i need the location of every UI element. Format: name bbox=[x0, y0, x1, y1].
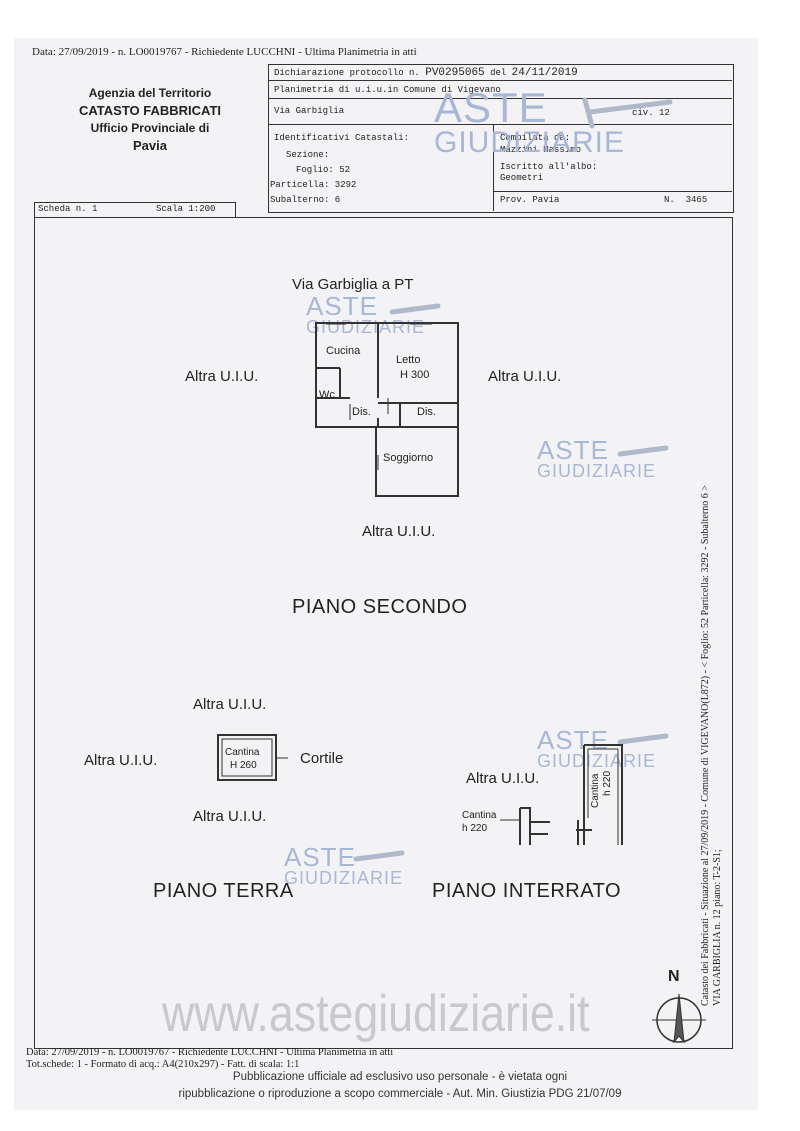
aste-watermark-logo: ASTE GIUDIZIARIE bbox=[434, 84, 626, 159]
floor-title-basement: PIANO INTERRATO bbox=[432, 880, 622, 902]
altra-uiu-label: Altra U.I.U. bbox=[84, 752, 158, 769]
aste-watermark-logo: ASTE GIUDIZIARIE bbox=[537, 435, 657, 481]
room-label-cucina: Cucina bbox=[326, 345, 361, 357]
altra-uiu-label: Altra U.I.U. bbox=[185, 368, 259, 385]
altra-uiu-label: Altra U.I.U. bbox=[193, 808, 267, 825]
room-label-letto: Letto bbox=[396, 354, 421, 366]
foglio-field: Foglio: 52 bbox=[296, 165, 351, 175]
agency-block: Agenzia del Territorio CATASTO FABBRICAT… bbox=[60, 86, 240, 153]
room-label-cantina: Cantina bbox=[590, 773, 601, 808]
url-watermark: www.astegiudiziarie.it bbox=[162, 985, 590, 1043]
n-field: N. 3465 bbox=[664, 195, 708, 205]
cortile-label: Cortile bbox=[300, 750, 344, 767]
ufficio-label: Ufficio Provinciale di bbox=[90, 121, 210, 135]
room-label-soggiorno: Soggiorno bbox=[383, 452, 434, 464]
top-banner: Data: 27/09/2019 - n. LO0019767 - Richie… bbox=[32, 46, 417, 58]
room-height-cantina: H 260 bbox=[230, 760, 257, 771]
iscritto-label: Iscritto all'albo: bbox=[500, 162, 598, 172]
room-label-dis: Dis. bbox=[417, 406, 436, 418]
footer-notice: ripubblicazione o riproduzione a scopo c… bbox=[178, 1088, 622, 1100]
altra-uiu-label: Altra U.I.U. bbox=[193, 696, 267, 713]
altra-uiu-label: Altra U.I.U. bbox=[362, 523, 436, 540]
particella-field: Particella: 3292 bbox=[270, 180, 357, 190]
compilata-name: Mazzini Massimo bbox=[500, 145, 582, 155]
north-arrow-icon bbox=[652, 993, 706, 1044]
prov-field: Prov. Pavia bbox=[500, 195, 560, 205]
altra-uiu-label: Altra U.I.U. bbox=[466, 770, 540, 787]
side-note: VIA GARBIGLIA n. 12 piano: T-2-S1; bbox=[712, 849, 723, 1006]
room-height-letto: H 300 bbox=[400, 369, 430, 381]
room-label-wc: Wc bbox=[319, 389, 335, 401]
altra-uiu-label: Altra U.I.U. bbox=[488, 368, 562, 385]
drawing-frame bbox=[34, 217, 733, 1049]
room-height-cantina: h 220 bbox=[602, 770, 613, 796]
street-label: Via Garbiglia a PT bbox=[292, 276, 414, 293]
aste-watermark-logo: ASTE GIUDIZIARIE bbox=[284, 842, 404, 888]
subalterno-field: Subalterno: 6 bbox=[270, 195, 341, 205]
floor-title-ground: PIANO TERRA bbox=[153, 880, 294, 902]
room-label-cantina: Cantina bbox=[225, 747, 260, 758]
room-label-cantina: Cantina bbox=[462, 810, 497, 821]
civ-field: civ. 12 bbox=[632, 108, 670, 118]
catasto-title: CATASTO FABBRICATI bbox=[78, 103, 222, 118]
north-label: N bbox=[668, 968, 680, 985]
planimetria-line: Planimetria di u.i.u.in Comune di Vigeva… bbox=[274, 85, 501, 95]
agency-name: Agenzia del Territorio bbox=[88, 86, 212, 100]
floor-title-second: PIANO SECONDO bbox=[292, 596, 468, 618]
room-label-dis: Dis. bbox=[352, 406, 371, 418]
side-note: Catasto dei Fabbricati - Situazione al 2… bbox=[700, 485, 711, 1006]
compilata-label: Compilata da: bbox=[500, 133, 571, 143]
street-field: Via Garbiglia bbox=[274, 106, 345, 116]
footer-notice: Pubblicazione ufficiale ad esclusivo uso… bbox=[232, 1071, 568, 1083]
footer-data-line: Data: 27/09/2019 - n. LO0019767 - Richie… bbox=[26, 1047, 394, 1058]
protocol-line: Dichiarazione protocollo n. PV0295065 de… bbox=[274, 67, 578, 79]
document-sheet bbox=[14, 38, 758, 1110]
room-height-cantina: h 220 bbox=[462, 823, 488, 834]
albo-field: Geometri bbox=[500, 173, 544, 183]
scheda-field: Scheda n. 1 bbox=[38, 204, 98, 214]
footer-schede-line: Tot.schede: 1 - Formato di acq.: A4(210x… bbox=[26, 1059, 300, 1070]
identificativi-label: Identificativi Catastali: bbox=[274, 133, 410, 143]
header-frame bbox=[268, 64, 734, 213]
scala-field: Scala 1:200 bbox=[156, 204, 216, 214]
ufficio-city: Pavia bbox=[133, 138, 167, 153]
sezione-field: Sezione: bbox=[286, 150, 330, 160]
